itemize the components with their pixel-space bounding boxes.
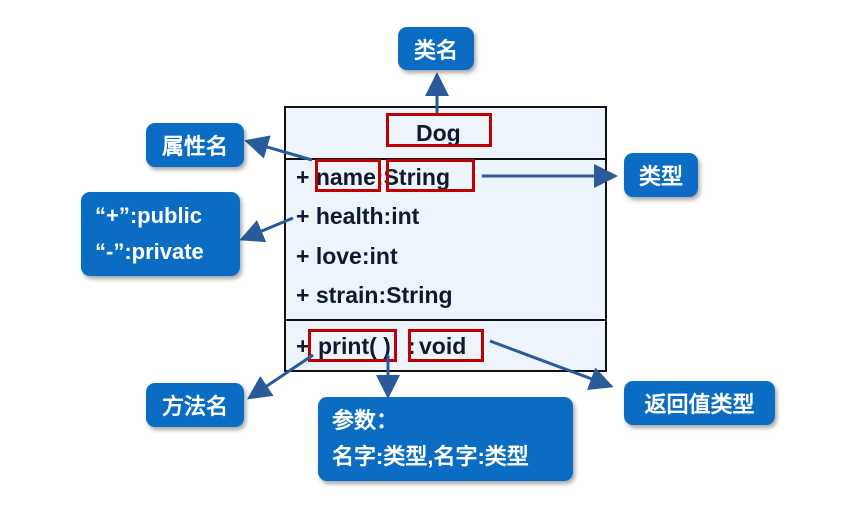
callout-params-title: 参数：: [332, 408, 399, 433]
callout-params-format: 名字:类型,名字:类型: [332, 444, 529, 469]
callout-return-type-text: 返回值类型: [644, 392, 755, 417]
callout-type: 类型: [624, 153, 698, 197]
arrow-method-name: [247, 353, 314, 400]
callout-method-name: 方法名: [146, 383, 244, 427]
highlight-method-name: [308, 329, 397, 362]
callout-method-name-text: 方法名: [161, 394, 228, 419]
arrow-visibility: [239, 216, 294, 243]
callout-params: 参数： 名字:类型,名字:类型: [318, 397, 573, 481]
highlight-class-name: [386, 113, 492, 147]
callout-class-name-text: 类名: [413, 37, 458, 63]
method-return-type: void: [419, 333, 467, 359]
arrow-return-type: [489, 339, 614, 390]
callout-type-text: 类型: [638, 164, 683, 189]
method-name: print( ): [318, 333, 391, 359]
class-name: Dog: [416, 120, 461, 146]
callout-attribute-name-text: 属性名: [161, 134, 228, 159]
uml-class-box: Dog + name:String + health:int + love:in…: [284, 106, 607, 372]
attributes-section: + name:String + health:int + love:int + …: [286, 158, 605, 321]
callout-return-type: 返回值类型: [624, 381, 775, 425]
attribute-health: + health:int: [296, 203, 420, 229]
method-visibility: +: [296, 333, 310, 359]
attribute-strain: + strain:String: [296, 282, 453, 308]
method-separator: :: [408, 333, 416, 359]
callout-class-name: 类名: [398, 27, 474, 70]
highlight-attribute-name: [315, 159, 381, 192]
callout-attribute-name: 属性名: [146, 123, 244, 167]
highlight-return-type: [408, 329, 484, 362]
highlight-attribute-type: [386, 159, 475, 192]
arrow-attribute-name: [244, 135, 313, 162]
attribute-name: + name:String: [296, 164, 451, 190]
methods-section: + print( ) : void: [286, 319, 605, 370]
callout-public-text: “+”:public: [95, 203, 202, 228]
callout-private-text: “-”:private: [95, 239, 204, 264]
callout-visibility: “+”:public “-”:private: [81, 192, 240, 276]
attribute-love: + love:int: [296, 243, 398, 269]
